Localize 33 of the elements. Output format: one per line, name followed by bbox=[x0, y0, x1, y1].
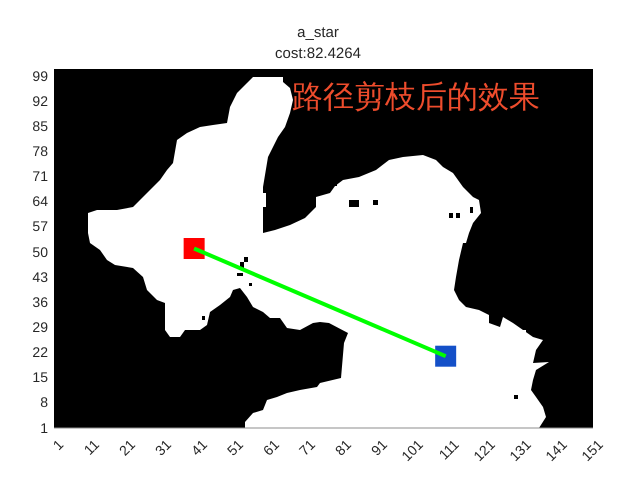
y-tick-label: 15 bbox=[32, 370, 48, 386]
x-tick-label: 81 bbox=[332, 437, 354, 459]
x-tick-label: 151 bbox=[578, 437, 606, 464]
y-tick-label: 22 bbox=[32, 345, 48, 360]
x-tick-label: 71 bbox=[296, 437, 318, 459]
y-tick-label: 36 bbox=[32, 294, 48, 310]
y-tick-label: 1 bbox=[40, 420, 48, 436]
y-tick-label: 64 bbox=[32, 194, 48, 210]
y-tick-label: 85 bbox=[32, 118, 48, 134]
y-tick-label: 43 bbox=[32, 270, 48, 285]
x-tick-label: 1 bbox=[50, 437, 67, 454]
x-tick-label: 21 bbox=[116, 437, 138, 459]
y-tick-label: 57 bbox=[32, 219, 48, 234]
chart-title: a_star cost:82.4264 bbox=[274, 23, 362, 64]
x-tick-label: 111 bbox=[436, 437, 462, 463]
y-tick-label: 29 bbox=[32, 320, 48, 335]
y-tick-label: 99 bbox=[32, 68, 48, 84]
x-tick-label: 51 bbox=[224, 437, 246, 459]
y-tick-label: 50 bbox=[32, 244, 48, 260]
y-tick-label: 71 bbox=[32, 169, 48, 184]
x-tick-label: 11 bbox=[82, 437, 103, 458]
y-tick-label: 8 bbox=[40, 395, 48, 410]
y-tick-label: 78 bbox=[32, 144, 48, 160]
x-tick-label: 61 bbox=[260, 437, 282, 459]
x-tick-label: 31 bbox=[152, 437, 174, 459]
x-tick-label: 121 bbox=[470, 437, 498, 464]
annotation-text: 路径剪枝后的效果 bbox=[292, 80, 540, 115]
x-tick-label: 91 bbox=[368, 437, 390, 459]
x-tick-label: 41 bbox=[188, 437, 210, 459]
y-tick-label: 92 bbox=[32, 94, 48, 109]
x-tick-label: 141 bbox=[542, 437, 570, 464]
x-tick-label: 131 bbox=[506, 437, 534, 464]
x-tick-label: 101 bbox=[398, 437, 426, 464]
